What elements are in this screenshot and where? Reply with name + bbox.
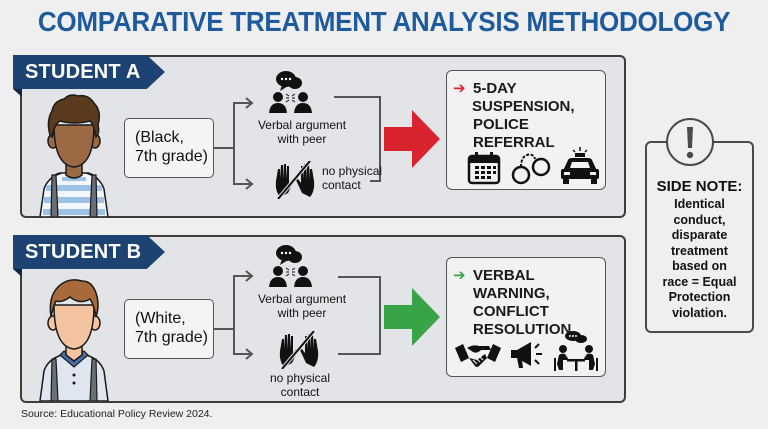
outcome-arrow-icon: ➔ bbox=[453, 267, 466, 284]
student-b-label: STUDENT B bbox=[13, 235, 165, 269]
harsh-outcome-arrow bbox=[384, 110, 440, 168]
side-note-box: SIDE NOTE: Identical conduct, disparate … bbox=[645, 141, 754, 333]
side-note-line: conduct, bbox=[673, 212, 726, 227]
lenient-outcome-arrow bbox=[384, 288, 440, 346]
behavior-label: no physical contact bbox=[267, 371, 333, 399]
no-physical-contact-icon bbox=[279, 331, 319, 369]
student-b-descriptor: (White, 7th grade) bbox=[124, 299, 214, 359]
descriptor-line: 7th grade) bbox=[135, 329, 208, 346]
student-a-outcome: ➔ 5-DAY SUSPENSION, POLICE REFERRAL bbox=[446, 70, 606, 190]
descriptor-line: (White, bbox=[135, 310, 186, 327]
argument-icon bbox=[269, 245, 312, 287]
student-a-descriptor: (Black, 7th grade) bbox=[124, 118, 214, 178]
exclamation-icon bbox=[666, 118, 714, 166]
ribbon-fold bbox=[13, 269, 22, 277]
no-physical-contact-icon bbox=[275, 161, 315, 199]
student-b-avatar bbox=[39, 279, 109, 401]
behavior-line: no physical bbox=[269, 371, 331, 385]
side-note-title: SIDE NOTE: bbox=[656, 178, 743, 195]
outcome-line: SUSPENSION, bbox=[472, 98, 575, 115]
descriptor-line: (Black, bbox=[135, 129, 184, 146]
side-note-line: based on bbox=[672, 259, 727, 273]
police-car-icon bbox=[561, 147, 599, 184]
behavior-line: contact bbox=[280, 385, 320, 399]
behavior-line: contact bbox=[322, 178, 361, 192]
ribbon-fold bbox=[13, 89, 22, 97]
student-a-panel: STUDENT A (Black, 7th grade) bbox=[13, 55, 626, 218]
student-a-connectors bbox=[214, 96, 381, 190]
outcome-arrow-icon: ➔ bbox=[453, 80, 466, 97]
student-b-outcome: ➔ VERBAL WARNING, CONFLICT RESOLUTION bbox=[446, 257, 606, 377]
behavior-line: with peer bbox=[277, 132, 327, 146]
meeting-icon bbox=[554, 331, 598, 371]
branch-arrowhead bbox=[245, 348, 254, 360]
behavior-line: Verbal argument bbox=[257, 292, 347, 306]
branch-arrowhead bbox=[245, 97, 254, 109]
behavior-line: Verbal argument bbox=[257, 118, 347, 132]
outcome-line: POLICE REFERRAL bbox=[473, 116, 555, 151]
descriptor-line: 7th grade) bbox=[135, 148, 208, 165]
behavior-line: no physical bbox=[322, 164, 383, 178]
outcome-line: RESOLUTION bbox=[473, 321, 572, 338]
source-citation: Source: Educational Policy Review 2024. bbox=[21, 408, 213, 420]
branch-line bbox=[233, 102, 252, 185]
merge-line bbox=[334, 96, 381, 182]
student-a-avatar bbox=[39, 94, 109, 217]
side-note-line: treatment bbox=[671, 243, 728, 258]
outcome-line: VERBAL WARNING, bbox=[473, 267, 550, 302]
page-title: COMPARATIVE TREATMENT ANALYSIS METHODOLO… bbox=[37, 6, 731, 37]
side-note-body: Identical conduct, disparate treatment b… bbox=[647, 197, 752, 321]
handshake-icon bbox=[455, 344, 501, 367]
outcome-text: 5-DAY SUSPENSION, POLICE REFERRAL bbox=[472, 80, 605, 152]
side-note-line: Identical bbox=[674, 197, 725, 211]
side-note-line: violation. bbox=[672, 305, 727, 320]
merge-line bbox=[338, 276, 381, 355]
behavior-label: Verbal argument with peer bbox=[252, 118, 352, 146]
outcome-text: VERBAL WARNING, CONFLICT RESOLUTION bbox=[473, 267, 605, 339]
student-a-label: STUDENT A bbox=[13, 55, 165, 89]
calendar-icon bbox=[467, 152, 501, 185]
megaphone-icon bbox=[511, 342, 542, 368]
student-b-connectors bbox=[214, 270, 381, 360]
student-b-panel: STUDENT B (White, 7th grade) bbox=[13, 235, 626, 403]
branch-arrowhead bbox=[245, 270, 254, 282]
outcome-line: CONFLICT bbox=[473, 303, 549, 320]
argument-icon bbox=[269, 71, 312, 113]
handcuffs-icon bbox=[511, 153, 551, 185]
branch-line bbox=[233, 275, 252, 355]
behavior-line: with peer bbox=[277, 306, 327, 320]
exclamation-glyph bbox=[686, 127, 694, 159]
side-note-line: Protection bbox=[668, 290, 731, 304]
side-note-line: race = Equal bbox=[662, 274, 737, 289]
side-note-line: disparate bbox=[671, 228, 728, 242]
outcome-line: 5-DAY bbox=[473, 80, 517, 97]
behavior-label: Verbal argument with peer bbox=[252, 292, 352, 320]
branch-arrowhead bbox=[245, 178, 254, 190]
behavior-label: no physical contact bbox=[322, 164, 382, 192]
